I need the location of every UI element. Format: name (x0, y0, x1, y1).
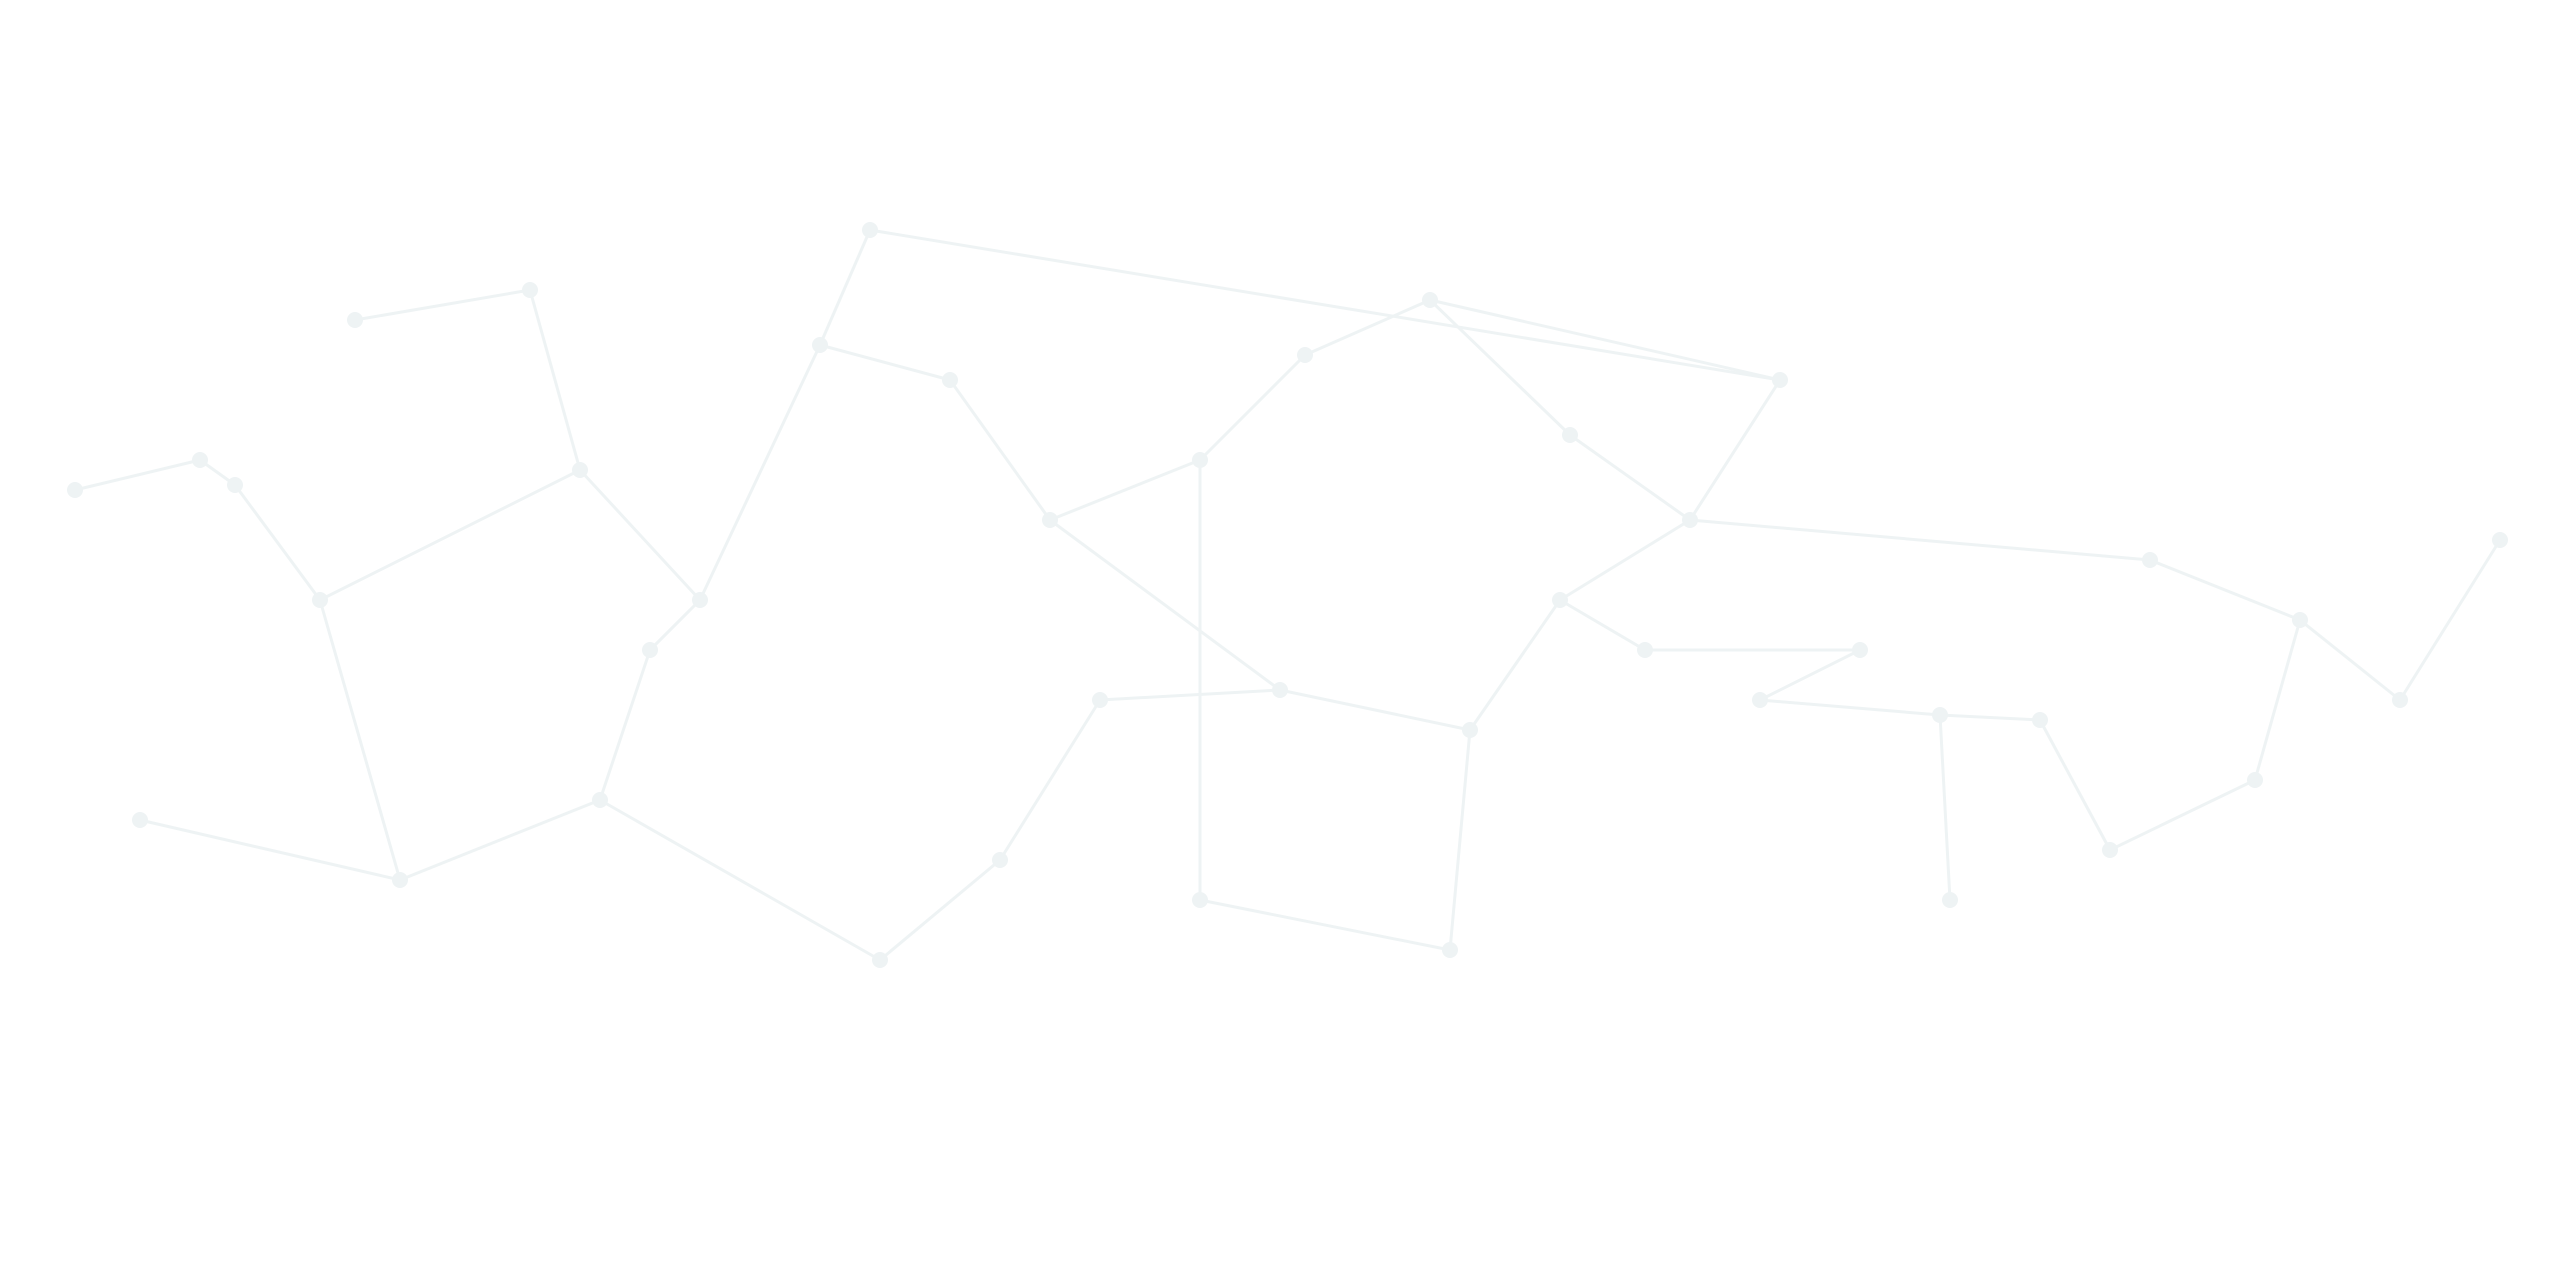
network-node (1942, 892, 1958, 908)
network-edge (1559, 518, 1691, 602)
network-edge (319, 468, 581, 602)
network-edge (1689, 518, 2151, 562)
network-edge (1099, 688, 1281, 702)
network-node (1462, 722, 1478, 738)
network-edge (2253, 619, 2302, 781)
network-edge (1688, 379, 1782, 521)
network-node (392, 872, 408, 888)
network-node (1562, 427, 1578, 443)
network-edge (139, 818, 401, 882)
network-edge (1199, 898, 1451, 952)
network-node (1752, 692, 1768, 708)
network-node (1932, 707, 1948, 723)
network-node (872, 952, 888, 968)
network-node (1192, 452, 1208, 468)
network-edge (2038, 719, 2112, 851)
network-node (2032, 712, 2048, 728)
network-edge (948, 379, 1052, 521)
network-edge (879, 858, 1001, 962)
network-edge (1428, 298, 1572, 437)
network-node (992, 852, 1008, 868)
network-edge (1939, 713, 2041, 722)
network-edge (1304, 298, 1431, 357)
network-node (862, 222, 878, 238)
network-node (132, 812, 148, 828)
network-node (2392, 692, 2408, 708)
network-edge (599, 798, 881, 962)
network-node (1272, 682, 1288, 698)
network-edge (998, 699, 1102, 861)
network-node (1637, 642, 1653, 658)
network-node (1422, 292, 1438, 308)
network-node (592, 792, 608, 808)
network-node (1042, 512, 1058, 528)
network-edge (1198, 353, 1307, 462)
network-node (67, 482, 83, 498)
network-node (1297, 347, 1313, 363)
network-edge (648, 598, 702, 652)
network-node (522, 282, 538, 298)
network-edge (698, 344, 822, 601)
network-edge (869, 228, 1781, 382)
network-edge (528, 289, 582, 471)
network-edge (1759, 698, 1941, 717)
network-node (2492, 532, 2508, 548)
network-edge (1559, 598, 1646, 652)
network-edge (1938, 714, 1952, 901)
network-node (192, 452, 208, 468)
network-node (1092, 692, 1108, 708)
network-edge (578, 468, 702, 602)
network-node (1442, 942, 1458, 958)
network-node (942, 372, 958, 388)
network-edge (818, 229, 872, 346)
network-node (2292, 612, 2308, 628)
network-node (1852, 642, 1868, 658)
network-edge (819, 343, 951, 382)
network-node (1192, 892, 1208, 908)
network-edge (1429, 298, 1781, 382)
network-edge (1448, 729, 1472, 951)
network-edge (1569, 433, 1691, 522)
network-edge (354, 288, 531, 322)
network-node (2142, 552, 2158, 568)
network-node (812, 337, 828, 353)
network-node (572, 462, 588, 478)
network-edge (2398, 539, 2502, 701)
network-node (692, 592, 708, 608)
network-node (1552, 592, 1568, 608)
network-edge (1049, 518, 1281, 692)
network-edge (1049, 458, 1201, 522)
network-node (227, 477, 243, 493)
network-edge (74, 458, 201, 492)
network-edge (1468, 599, 1562, 731)
network-node (312, 592, 328, 608)
network-edge (598, 649, 652, 801)
network-edge (2149, 558, 2301, 622)
network-node (642, 642, 658, 658)
network-edge (1759, 648, 1861, 702)
network-node (2247, 772, 2263, 788)
network-edge (2299, 618, 2401, 702)
network-node (347, 312, 363, 328)
network-edge (2109, 778, 2256, 852)
network-node (1682, 512, 1698, 528)
network-edge (318, 599, 402, 881)
network-edge (399, 798, 601, 882)
network-edge (1279, 688, 1471, 732)
network-node (1772, 372, 1788, 388)
network-node (2102, 842, 2118, 858)
network-edge (233, 484, 322, 601)
